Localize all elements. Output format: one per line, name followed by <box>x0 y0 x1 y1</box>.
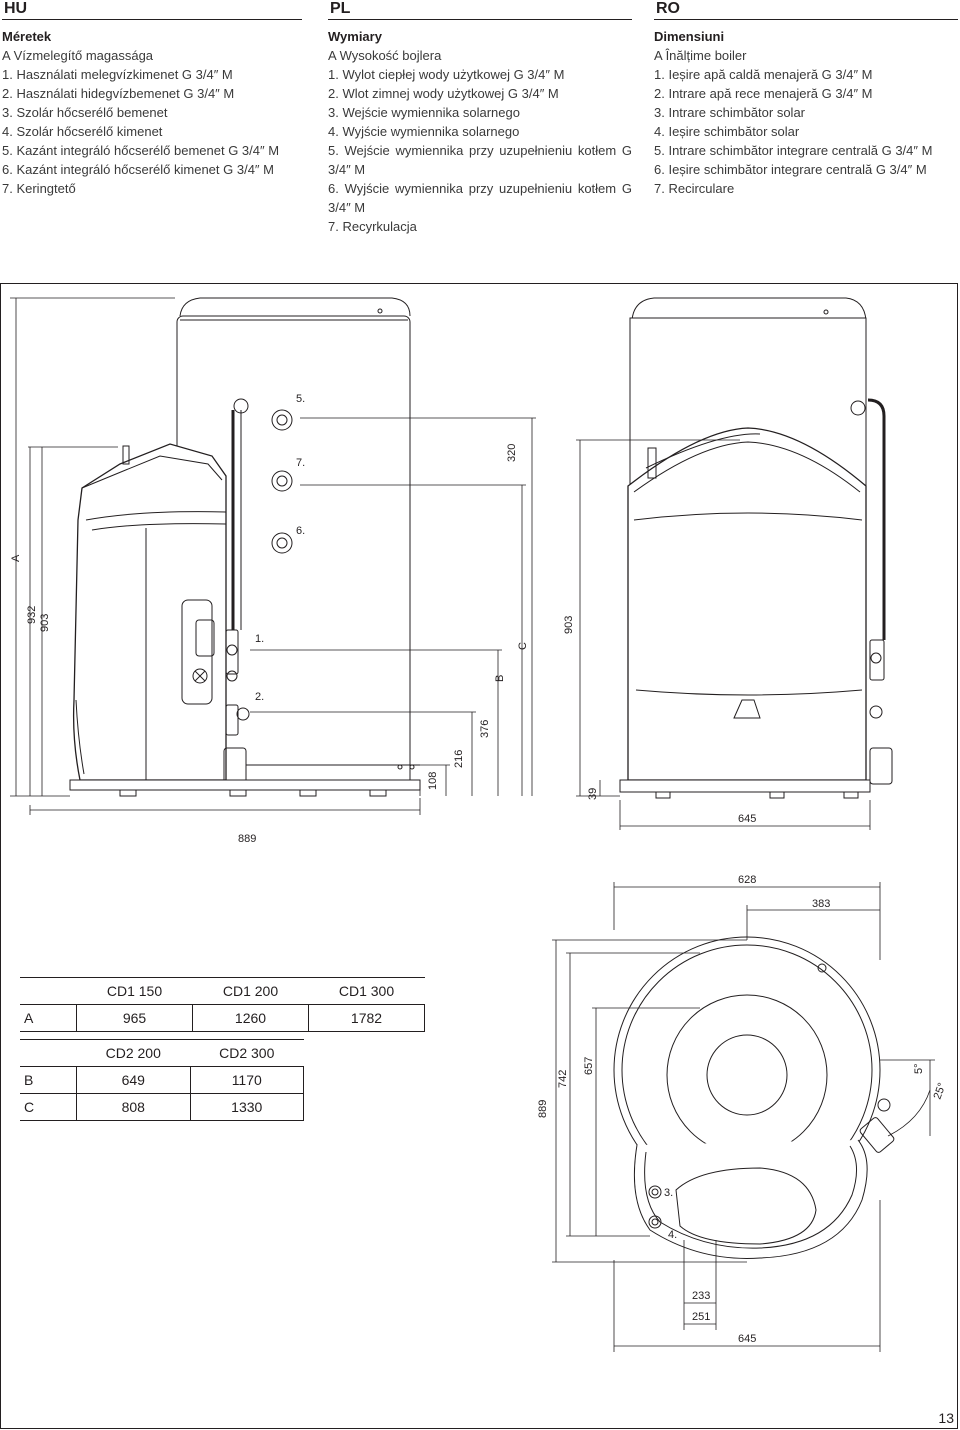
legend-item: 6. Wyjście wymiennika przy uzupełnieniu … <box>328 181 632 215</box>
table-header: CD1 300 <box>308 977 425 1005</box>
callout-2: 2. <box>255 691 264 703</box>
legend-item: 5. Kazánt integráló hőcserélő bemenet G … <box>2 143 280 158</box>
table-row: A 965 1260 1782 <box>20 1004 425 1032</box>
table-cell: 1782 <box>308 1004 425 1032</box>
dim-233: 233 <box>692 1290 710 1302</box>
table-cell: 649 <box>76 1066 191 1094</box>
row-label: C <box>20 1093 77 1121</box>
legend-item: 1. Ieșire apă caldă menajeră G 3/4″ M <box>654 67 873 82</box>
callout-5: 5. <box>296 393 305 405</box>
dim-742: 742 <box>557 1070 569 1088</box>
table-cell: 1260 <box>192 1004 309 1032</box>
dim-216: 216 <box>453 750 465 768</box>
dim-645-top: 645 <box>738 1333 756 1345</box>
dim-B: B <box>494 675 506 682</box>
legend-item: 7. Keringtető <box>2 181 76 196</box>
dim-39: 39 <box>587 788 599 800</box>
lang-header-hu: HU <box>2 0 302 20</box>
dim-383: 383 <box>812 898 830 910</box>
legend-item: 4. Ieșire schimbător solar <box>654 124 800 139</box>
dim-25deg: 25° <box>932 1081 949 1101</box>
callout-4: 4. <box>668 1229 677 1241</box>
section-title-pl: Wymiary <box>328 29 382 44</box>
callout-1: 1. <box>255 633 264 645</box>
legend-item: 5. Intrare schimbător integrare centrală… <box>654 143 933 158</box>
column-pl: PL Wymiary A Wysokość bojlera 1. Wylot c… <box>328 0 632 236</box>
legend-item: 1. Használati melegvízkimenet G 3/4″ M <box>2 67 233 82</box>
legend-item: 5. Wejście wymiennika przy uzupełnieniu … <box>328 143 632 177</box>
table-cell: 1170 <box>189 1066 304 1094</box>
dim-628: 628 <box>738 874 756 886</box>
table-cell <box>20 977 77 1005</box>
table-header-row: CD1 150 CD1 200 CD1 300 <box>20 977 425 1005</box>
section-title-ro: Dimensiuni <box>654 29 725 44</box>
table-header-row: CD2 200 CD2 300 <box>20 1039 304 1067</box>
dim-C: C <box>517 642 529 650</box>
legend-item: 6. Kazánt integráló hőcserélő kimenet G … <box>2 162 274 177</box>
dim-251: 251 <box>692 1311 710 1323</box>
dim-A: A <box>10 554 22 562</box>
dimension-lines <box>10 297 935 1352</box>
dim-108: 108 <box>427 772 439 790</box>
section-title-hu: Méretek <box>2 29 52 44</box>
dim-645-front: 645 <box>738 813 756 825</box>
legend-item: 3. Szolár hőcserélő bemenet <box>2 105 168 120</box>
dim-903-left: 903 <box>39 614 51 632</box>
top-view <box>613 936 895 1259</box>
dim-932: 932 <box>26 606 38 624</box>
legend-item: 2. Intrare apă rece menajeră G 3/4″ M <box>654 86 873 101</box>
table-cell: 808 <box>76 1093 191 1121</box>
legend-item: 4. Wyjście wymiennika solarnego <box>328 124 520 139</box>
dim-657: 657 <box>583 1057 595 1075</box>
row-label: B <box>20 1066 77 1094</box>
legend-item: 2. Használati hidegvízbemenet G 3/4″ M <box>2 86 235 101</box>
dim-5deg: 5° <box>913 1063 925 1074</box>
legend-item: 3. Wejście wymiennika solarnego <box>328 105 520 120</box>
column-ro: RO Dimensiuni A Înălțime boiler 1. Ieșir… <box>654 0 958 198</box>
row-label: A <box>20 1004 77 1032</box>
table-row: B 649 1170 <box>20 1066 304 1094</box>
table-cell <box>20 1039 77 1067</box>
dim-889-bottom: 889 <box>238 833 256 845</box>
lang-header-ro: RO <box>654 0 958 20</box>
front-view <box>619 297 893 799</box>
table-header: CD1 200 <box>192 977 309 1005</box>
legend-item: 6. Ieșire schimbător integrare centrală … <box>654 162 927 177</box>
page-number: 13 <box>938 1410 954 1426</box>
table-header: CD2 200 <box>76 1039 190 1067</box>
legend-item: 1. Wylot ciepłej wody użytkowej G 3/4″ M <box>328 67 565 82</box>
callout-3: 3. <box>664 1187 673 1199</box>
side-view <box>69 297 421 797</box>
legend-item: 7. Recirculare <box>654 181 735 196</box>
dim-320: 320 <box>506 444 518 462</box>
drawing-labels: 5. 7. 6. 1. 2. 3. 4. A 932 903 889 320 C… <box>10 393 949 1345</box>
dim-889-top: 889 <box>537 1100 549 1118</box>
dim-376: 376 <box>479 720 491 738</box>
table-header: CD1 150 <box>76 977 193 1005</box>
lang-header-pl: PL <box>328 0 632 20</box>
dimension-table-cd2: CD2 200 CD2 300 B 649 1170 C 808 1330 <box>20 1039 304 1121</box>
legend-item: A Înălțime boiler <box>654 48 747 63</box>
callout-6: 6. <box>296 525 305 537</box>
drawing-frame <box>0 283 958 1429</box>
table-header: CD2 300 <box>190 1039 304 1067</box>
table-cell: 965 <box>76 1004 193 1032</box>
legend-item: 3. Intrare schimbător solar <box>654 105 806 120</box>
callout-7: 7. <box>296 457 305 469</box>
legend-item: 7. Recyrkulacja <box>328 219 417 234</box>
table-row: C 808 1330 <box>20 1093 304 1121</box>
dim-903-right: 903 <box>563 616 575 634</box>
legend-item: A Wysokość bojlera <box>328 48 442 63</box>
legend-item: 4. Szolár hőcserélő kimenet <box>2 124 163 139</box>
legend-item: A Vízmelegítő magassága <box>2 48 154 63</box>
table-cell: 1330 <box>189 1093 304 1121</box>
dimension-table-cd1: CD1 150 CD1 200 CD1 300 A 965 1260 1782 <box>20 977 425 1032</box>
column-hu: HU Méretek A Vízmelegítő magassága 1. Ha… <box>2 0 302 198</box>
legend-item: 2. Wlot zimnej wody użytkowej G 3/4″ M <box>328 86 559 101</box>
